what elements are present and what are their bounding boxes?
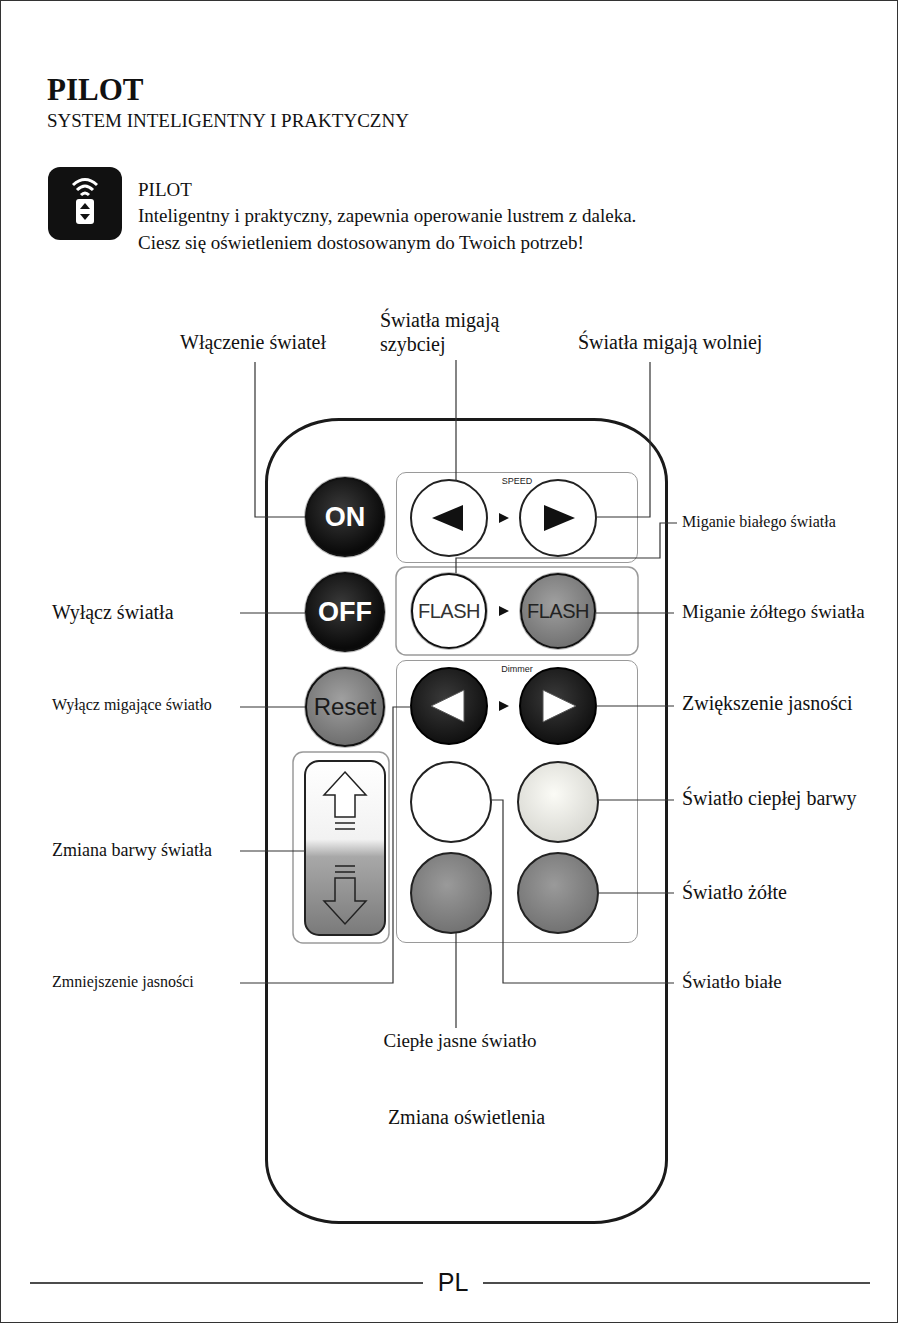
small-arrow [499, 513, 509, 523]
small-arrow [499, 701, 509, 711]
button-label: FLASH [418, 600, 480, 623]
leader-line [240, 706, 305, 707]
small-arrow [499, 606, 509, 616]
arrow-symbol [324, 878, 366, 924]
arrow-symbol [432, 505, 463, 531]
intro-heading: PILOT [138, 179, 192, 201]
yellow-light-button [518, 853, 598, 933]
callout-label: Ciepłe jasne światło [260, 1030, 660, 1052]
group-label: Dimmer [397, 664, 637, 674]
remote-body: Zmiana oświetlenia ON SPEED OFF FLASH FLASH Re… [265, 418, 668, 1224]
speed-down-button [411, 480, 487, 556]
button-label: OFF [318, 597, 372, 628]
icon-arrow [80, 203, 90, 209]
leader-line [598, 892, 674, 893]
leader-line [596, 705, 674, 706]
button-label: ON [325, 502, 366, 533]
warm-light-button [518, 762, 598, 842]
leader-line [598, 799, 674, 800]
arrow-symbol [324, 772, 366, 817]
on-button: ON [305, 477, 385, 557]
callout-label: Zwiększenie jasności [682, 692, 853, 715]
leader-line [596, 362, 650, 517]
callout-label: Światło żółte [682, 881, 787, 904]
leader-line [596, 612, 674, 613]
signal-arc [81, 193, 89, 195]
remote-caption: Zmiana oświetlenia [268, 1106, 665, 1129]
leader-line [455, 933, 456, 1028]
button-group-box [396, 567, 638, 655]
rocker-mark [335, 823, 355, 829]
page-title: PILOT [47, 72, 143, 108]
page-marker: PL [253, 1268, 653, 1297]
callout-label: Wyłącz światła [52, 601, 174, 624]
arrow-symbol [431, 690, 464, 722]
callout-label: Wyłącz migające światło [52, 696, 212, 714]
flash-white-button: FLASH [411, 573, 487, 649]
callout-label: Miganie żółtego światła [682, 601, 865, 623]
button-label: Reset [314, 693, 377, 721]
callout-label: Zmiana barwy światła [52, 840, 212, 861]
white-light-button [411, 762, 491, 842]
dimmer-up-button [520, 668, 596, 744]
off-button: OFF [305, 572, 385, 652]
signal-arc [73, 180, 97, 186]
footer-rule [483, 1282, 870, 1284]
flash-yellow-button: FLASH [520, 573, 596, 649]
callout-label: Zmniejszenie jasności [52, 973, 194, 991]
leader-line [491, 800, 674, 983]
arrow-symbol [544, 505, 575, 531]
icon-arrow [80, 214, 90, 220]
rocker-mark [335, 866, 355, 872]
dimmer-group: Dimmer [396, 660, 638, 943]
callout-label: Światła migają szybciej [380, 308, 520, 356]
leader-line [240, 612, 305, 613]
callout-label: Światła migają wolniej [578, 331, 762, 354]
colour-rocker [305, 761, 385, 935]
callout-label: Miganie białego światła [682, 513, 836, 531]
dimmer-down-button [411, 668, 487, 744]
group-label: SPEED [397, 476, 637, 486]
leader-line [240, 707, 411, 983]
footer-rule [30, 1282, 423, 1284]
arrow-symbol [543, 690, 576, 722]
signal-arc [77, 186, 93, 190]
remote-icon [48, 167, 122, 240]
subtitle: SYSTEM INTELIGENTNY I PRAKTYCZNY [47, 110, 409, 132]
leader-line [240, 850, 305, 851]
icon-body [76, 199, 94, 224]
intro-text: Inteligentny i praktyczny, zapewnia oper… [138, 205, 636, 227]
speed-group: SPEED [396, 472, 638, 563]
callout-label: Włączenie świateł [180, 331, 326, 354]
leader-line [255, 362, 305, 517]
leader-line [456, 523, 677, 573]
button-group-box [293, 752, 389, 943]
warm-bright-button [411, 853, 491, 933]
callout-label: Światło ciepłej barwy [682, 787, 856, 810]
intro-text: Ciesz się oświetleniem dostosowanym do T… [138, 232, 584, 254]
callout-label: Światło białe [682, 971, 782, 993]
leader-line [455, 360, 456, 481]
reset-button: Reset [305, 667, 385, 747]
speed-up-button [520, 480, 596, 556]
button-label: FLASH [527, 600, 589, 623]
